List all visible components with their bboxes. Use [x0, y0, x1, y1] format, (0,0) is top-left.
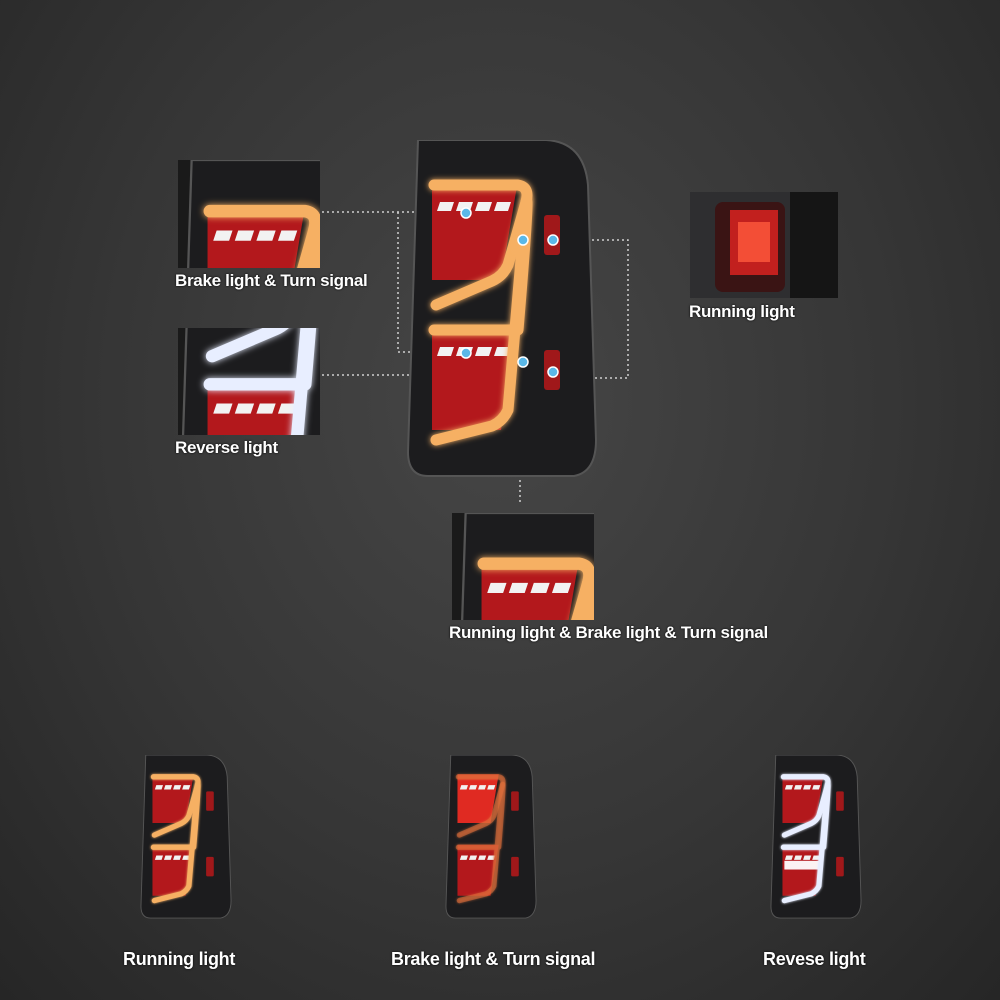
bottom-lamp-reverse: [770, 755, 862, 920]
bottom-lamp-running: [140, 755, 232, 920]
label-brake-turn: Brake light & Turn signal: [175, 271, 368, 290]
brake-turn-inset: [178, 160, 320, 268]
main-tail-light: [406, 140, 598, 480]
label-combined: Running light & Brake light & Turn signa…: [449, 623, 768, 642]
bottom-lamp-brake-turn: [445, 755, 537, 920]
running-inset: [690, 192, 838, 298]
reverse-inset: [178, 328, 320, 435]
combined-inset: [452, 513, 594, 620]
bottom-label-reverse: Revese light: [763, 949, 866, 969]
label-reverse: Reverse light: [175, 438, 278, 457]
bottom-label-brake-turn: Brake light & Turn signal: [391, 949, 596, 969]
label-running: Running light: [689, 302, 795, 321]
bottom-label-running: Running light: [123, 949, 236, 969]
